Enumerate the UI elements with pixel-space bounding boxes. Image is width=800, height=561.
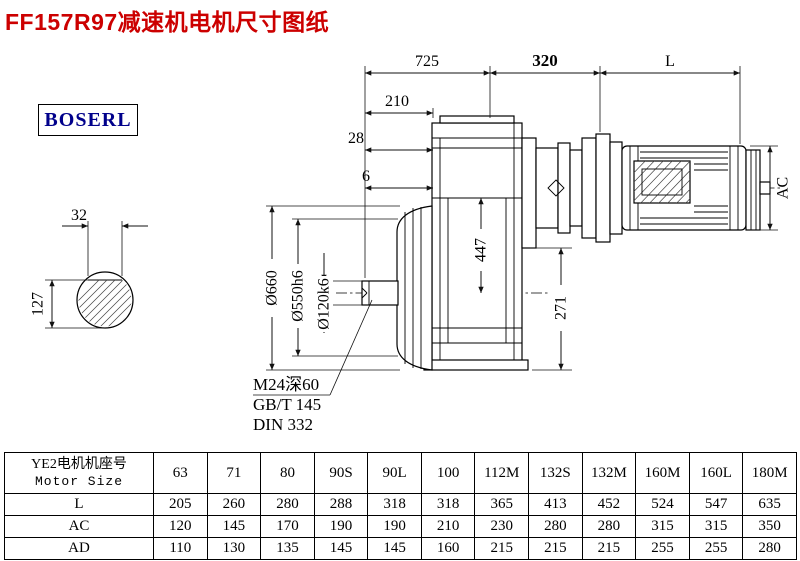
dim-271-label: 271 (553, 296, 570, 320)
cell: 120 (153, 515, 208, 538)
motor-size-header-cn: YE2电机机座号 (31, 457, 127, 472)
row-label: L (4, 493, 154, 516)
cell: 280 (742, 537, 797, 560)
note-din-label: DIN 332 (253, 415, 313, 434)
output-shaft (361, 280, 399, 306)
cell: 365 (474, 493, 530, 516)
dim-127-label: 127 (30, 292, 47, 316)
adapter-section (521, 133, 623, 249)
cell: 547 (688, 493, 744, 516)
cell: 255 (688, 537, 744, 560)
motor-size-table: YE2电机机座号 Motor Size 63 71 80 90S 90L 100… (4, 452, 797, 560)
cell: 315 (635, 515, 690, 538)
cell: 260 (206, 493, 262, 516)
diamond-mark (547, 179, 565, 197)
cell: 190 (367, 515, 422, 538)
cell: 280 (581, 515, 637, 538)
cell: 350 (742, 515, 797, 538)
cell: 318 (367, 493, 422, 516)
dim-6-label: 6 (362, 168, 370, 185)
cell: 452 (581, 493, 637, 516)
cell: 145 (367, 537, 422, 560)
dia-120-label: Ø120k6 (316, 278, 333, 330)
cell: 635 (742, 493, 797, 516)
table-row-AC: AC 120 145 170 190 190 210 230 280 280 3… (4, 515, 797, 538)
cell: 215 (581, 537, 637, 560)
dim-725-label: 725 (415, 53, 439, 70)
terminal-box-hatch (634, 161, 690, 203)
cell: 190 (313, 515, 369, 538)
cell: 210 (420, 515, 476, 538)
offset-dimensions: 210 28 6 (348, 93, 434, 191)
dim-L-label: L (665, 53, 675, 70)
diameter-dimensions: Ø660 Ø550h6 Ø120k6 (263, 205, 400, 371)
motor-size-header-en: Motor Size (34, 474, 123, 489)
dim-447-label: 447 (473, 238, 490, 262)
cell: 524 (635, 493, 690, 516)
col-header: 90S (313, 452, 369, 494)
cell: 160 (420, 537, 476, 560)
cell: 413 (528, 493, 583, 516)
brand-text: BOSERL (44, 108, 132, 131)
dim-210-label: 210 (385, 93, 409, 110)
thread-note: M24深60 GB/T 145 DIN 332 (253, 299, 373, 434)
cell: 315 (688, 515, 744, 538)
top-dimensions: 725 320 L (364, 51, 741, 278)
dim-AC-label: AC (775, 177, 792, 199)
cell: 318 (420, 493, 476, 516)
dia-660-label: Ø660 (264, 270, 281, 306)
cell: 255 (635, 537, 690, 560)
keyway-dimensions: 32 127 (30, 207, 148, 329)
vertical-dimensions: 447 271 AC (472, 145, 792, 371)
dia-550-label: Ø550h6 (290, 270, 307, 322)
cell: 280 (528, 515, 583, 538)
cell: 205 (153, 493, 208, 516)
cell: 280 (260, 493, 315, 516)
col-header: 132M (581, 452, 637, 494)
dim-32-label: 32 (71, 207, 87, 224)
technical-drawing: 725 320 L 210 28 6 Ø660 Ø550h6 Ø120k6 4 (30, 51, 792, 434)
cell: 135 (260, 537, 315, 560)
cell: 130 (206, 537, 262, 560)
cell: 145 (313, 537, 369, 560)
col-header: 90L (367, 452, 422, 494)
col-header: 63 (153, 452, 208, 494)
dim-320-label: 320 (532, 51, 558, 70)
motor-shaft-stub (759, 181, 771, 195)
motor (621, 145, 771, 231)
table-header-row: YE2电机机座号 Motor Size 63 71 80 90S 90L 100… (4, 452, 797, 494)
cell: 230 (474, 515, 530, 538)
col-header: 160L (688, 452, 744, 494)
col-header: 80 (260, 452, 315, 494)
cell: 215 (474, 537, 530, 560)
motor-size-header: YE2电机机座号 Motor Size (4, 452, 154, 494)
cell: 110 (153, 537, 208, 560)
cell: 215 (528, 537, 583, 560)
cell: 145 (206, 515, 262, 538)
col-header: 132S (528, 452, 583, 494)
fan-cowl (745, 149, 761, 231)
table-row-AD: AD 110 130 135 145 145 160 215 215 215 2… (4, 537, 797, 560)
cell: 288 (313, 493, 369, 516)
col-header: 180M (742, 452, 797, 494)
note-gb-label: GB/T 145 (253, 395, 321, 414)
row-label: AD (4, 537, 154, 560)
col-header: 100 (420, 452, 476, 494)
shaft-end-view (76, 271, 134, 329)
page-title: FF157R97减速机电机尺寸图纸 (5, 9, 330, 35)
brand-logo: BOSERL (38, 104, 138, 136)
note-thread-label: M24深60 (253, 375, 319, 394)
col-header: 112M (474, 452, 530, 494)
mounting-flange (396, 205, 433, 371)
col-header: 160M (635, 452, 690, 494)
col-header: 71 (206, 452, 262, 494)
table-row-L: L 205 260 280 288 318 318 365 413 452 52… (4, 493, 797, 516)
cell: 170 (260, 515, 315, 538)
dim-28-label: 28 (348, 130, 364, 147)
row-label: AC (4, 515, 154, 538)
